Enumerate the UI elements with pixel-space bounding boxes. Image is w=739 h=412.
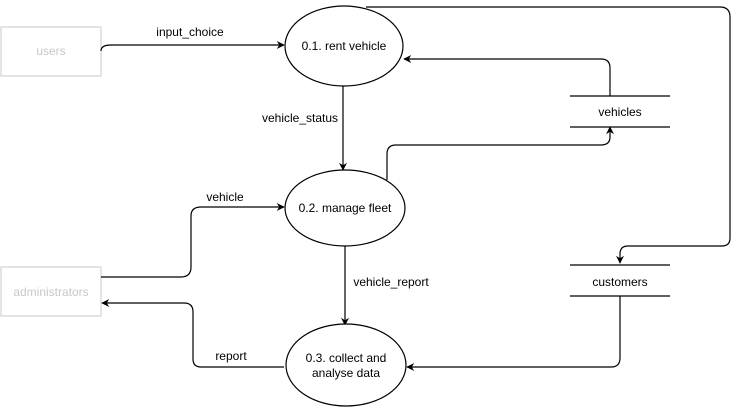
vehicle-status-label: vehicle_status [262,111,338,125]
report-arrow [101,299,284,368]
input-choice-label: input_choice [156,25,224,39]
flow-customers-to-collect[interactable] [406,296,621,371]
flow-vehicle-report[interactable]: vehicle_report [341,245,429,326]
vehicle-label: vehicle [206,190,244,204]
external-entity-administrators[interactable]: administrators [0,266,102,317]
flow-fleet-to-vehicles[interactable] [386,126,614,180]
users-box [0,26,102,77]
flow-rent-to-customers[interactable] [366,6,731,264]
report-label: report [215,349,247,363]
vehicle-arrow [101,203,285,278]
flow-vehicle-status[interactable]: vehicle_status [262,86,347,171]
customers-label: customers [592,275,647,289]
flow-input-choice[interactable]: input_choice [100,25,285,52]
collect-analyse-label-line2: analyse data [312,366,380,380]
process-manage-fleet[interactable]: 0.2. manage fleet [284,169,406,247]
administrators-box [0,266,102,317]
rent-vehicle-ellipse [284,5,404,87]
users-label: users [36,44,65,58]
fleet-to-vehicles-arrow [386,126,614,180]
vehicle-report-label: vehicle_report [353,275,429,289]
input-choice-arrow [100,41,285,52]
manage-fleet-ellipse [284,169,406,247]
vehicles-label: vehicles [598,105,641,119]
rent-to-customers-arrow [366,6,731,264]
data-store-vehicles[interactable]: vehicles [570,95,670,128]
collect-analyse-label-line1: 0.3. collect and [306,351,387,365]
manage-fleet-label: 0.2. manage fleet [299,201,392,215]
customers-to-collect-arrow [406,296,621,371]
process-rent-vehicle[interactable]: 0.1. rent vehicle [284,5,404,87]
flow-vehicles-to-rent[interactable] [403,55,611,96]
external-entity-users[interactable]: users [0,26,102,77]
process-collect-analyse[interactable]: 0.3. collect and analyse data [285,323,407,407]
collect-analyse-ellipse [285,323,407,407]
vehicles-to-rent-arrow [403,55,611,96]
data-store-customers[interactable]: customers [570,264,670,297]
flow-report[interactable]: report [101,299,284,368]
administrators-label: administrators [13,285,88,299]
flow-vehicle[interactable]: vehicle [101,190,285,278]
rent-vehicle-label: 0.1. rent vehicle [302,39,387,53]
